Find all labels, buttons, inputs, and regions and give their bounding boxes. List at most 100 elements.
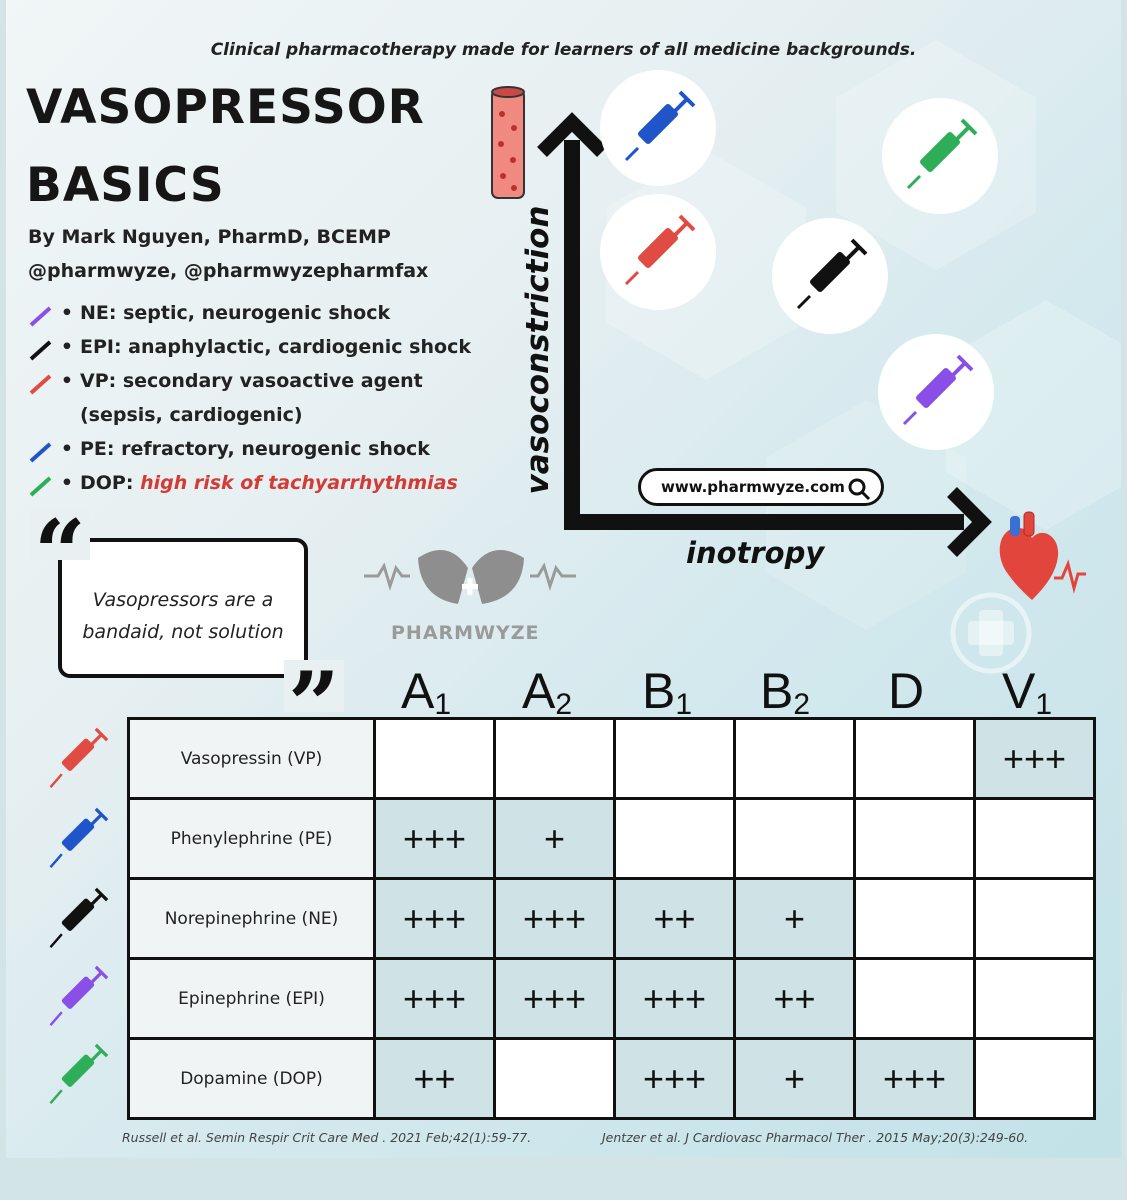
syringe-circle-norepinephrine <box>772 218 888 334</box>
affinity-cell: ++ <box>613 877 736 960</box>
search-icon <box>848 478 871 501</box>
syringe-icon <box>796 238 868 310</box>
affinity-cell <box>853 797 976 880</box>
affinity-cell <box>973 877 1096 960</box>
affinity-cell: + <box>493 797 616 880</box>
pharmwyze-logo-icon <box>364 550 576 604</box>
drug-name-cell: Dopamine (DOP) <box>127 1037 376 1120</box>
bullet-dot: • <box>60 336 74 358</box>
column-letter: A <box>522 663 556 719</box>
table-row: Norepinephrine (NE)+++++++++ <box>127 877 1096 960</box>
bullet-dot: • <box>60 370 74 392</box>
column-letter: B <box>642 663 676 719</box>
drug-name-cell: Epinephrine (EPI) <box>127 957 376 1040</box>
receptor-table: Vasopressin (VP)+++Phenylephrine (PE)+++… <box>127 717 1096 1120</box>
affinity-cell: ++ <box>373 1037 496 1120</box>
list-item: • DOP: high risk of tachyarrhythmias <box>28 472 508 506</box>
quote-box: Vasopressors are a bandaid, not solution <box>58 538 308 678</box>
column-header-v1: V1 <box>1002 662 1053 721</box>
column-letter: V <box>1002 663 1036 719</box>
list-item-text: PE: refractory, neurogenic shock <box>80 438 430 460</box>
column-letter: A <box>401 663 435 719</box>
affinity-cell <box>613 797 736 880</box>
list-item: • PE: refractory, neurogenic shock <box>28 438 508 472</box>
table-row: Phenylephrine (PE)++++ <box>127 797 1096 880</box>
drug-name-cell: Phenylephrine (PE) <box>127 797 376 880</box>
syringe-icon <box>902 354 974 426</box>
syringe-circle-phenylephrine <box>600 70 716 186</box>
bullet-dot: • <box>60 302 74 324</box>
affinity-cell <box>973 1037 1096 1120</box>
quote-text: Vasopressors are a bandaid, not solution <box>62 584 304 648</box>
affinity-cell <box>973 797 1096 880</box>
axis-arrows <box>537 112 992 557</box>
column-subscript: 1 <box>434 688 452 721</box>
affinity-cell: +++ <box>853 1037 976 1120</box>
drug-name-cell: Vasopressin (VP) <box>127 717 376 800</box>
column-subscript: 1 <box>675 688 693 721</box>
syringe-icon <box>49 727 109 788</box>
title-line-1: VASOPRESSOR <box>26 80 425 135</box>
website-link[interactable]: www.pharmwyze.com <box>638 468 884 506</box>
affinity-cell: +++ <box>493 877 616 960</box>
y-axis-label: vasoconstriction <box>520 205 556 495</box>
table-row: Dopamine (DOP)+++++++++ <box>127 1037 1096 1120</box>
affinity-cell: +++ <box>613 1037 736 1120</box>
table-row: Vasopressin (VP) +++ <box>127 717 1096 800</box>
column-letter: D <box>888 663 925 719</box>
affinity-cell: ++ <box>733 957 856 1040</box>
syringe-icon <box>29 340 52 361</box>
plus-circle-icon <box>950 592 1032 674</box>
quote-line: bandaid, not solution <box>82 621 284 643</box>
column-header-a1: A1 <box>401 662 452 721</box>
list-item-text: NE: septic, neurogenic shock <box>80 302 391 324</box>
infographic-card: Clinical pharmacotherapy made for learne… <box>6 0 1121 1158</box>
bullet-dot: • <box>60 472 74 494</box>
affinity-cell: +++ <box>973 717 1096 800</box>
list-item: • VP: secondary vasoactive agent(sepsis,… <box>28 370 508 438</box>
affinity-cell <box>853 877 976 960</box>
column-subscript: 2 <box>555 688 573 721</box>
list-item: • EPI: anaphylactic, cardiogenic shock <box>28 336 508 370</box>
list-item-text: VP: secondary vasoactive agent(sepsis, c… <box>80 364 508 432</box>
syringe-icon <box>624 214 696 286</box>
affinity-cell <box>373 717 496 800</box>
affinity-cell <box>853 957 976 1040</box>
syringe-icon <box>49 1043 109 1104</box>
x-axis-label: inotropy <box>686 536 825 570</box>
list-item-text: EPI: anaphylactic, cardiogenic shock <box>80 336 471 358</box>
drug-name-cell: Norepinephrine (NE) <box>127 877 376 960</box>
bullet-dot: • <box>60 438 74 460</box>
affinity-cell: +++ <box>373 877 496 960</box>
title-line-2: BASICS <box>26 158 225 213</box>
website-url: www.pharmwyze.com <box>661 478 845 496</box>
heart-icon <box>999 511 1086 600</box>
column-subscript: 2 <box>793 688 811 721</box>
list-item: • NE: septic, neurogenic shock <box>28 302 508 336</box>
syringe-icon <box>29 374 52 395</box>
syringe-icon <box>29 442 52 463</box>
indication-list: • NE: septic, neurogenic shock • EPI: an… <box>28 302 508 506</box>
syringe-icon <box>624 90 696 162</box>
affinity-cell: +++ <box>373 957 496 1040</box>
tagline: Clinical pharmacotherapy made for learne… <box>210 40 917 60</box>
syringe-circle-epinephrine <box>878 334 994 450</box>
affinity-cell: + <box>733 1037 856 1120</box>
table-row: Epinephrine (EPI)+++++++++++ <box>127 957 1096 1040</box>
affinity-cell <box>493 1037 616 1120</box>
column-header-b2: B2 <box>760 662 811 721</box>
open-quote-icon: “ <box>30 508 90 560</box>
syringe-icon <box>29 476 52 497</box>
syringe-circle-vasopressin <box>600 194 716 310</box>
column-header-d: D <box>888 662 924 720</box>
receptor-table-body: Vasopressin (VP)+++Phenylephrine (PE)+++… <box>127 717 1096 1120</box>
affinity-cell <box>733 797 856 880</box>
column-subscript: 1 <box>1035 688 1053 721</box>
list-item-line: (sepsis, cardiogenic) <box>80 404 303 426</box>
column-header-a2: A2 <box>522 662 573 721</box>
syringe-circle-dopamine <box>882 98 998 214</box>
syringe-icon <box>49 887 109 948</box>
column-header-b1: B1 <box>642 662 693 721</box>
reference-2: Jentzer et al. J Cardiovasc Pharmacol Th… <box>602 1130 1029 1145</box>
affinity-cell: +++ <box>493 957 616 1040</box>
